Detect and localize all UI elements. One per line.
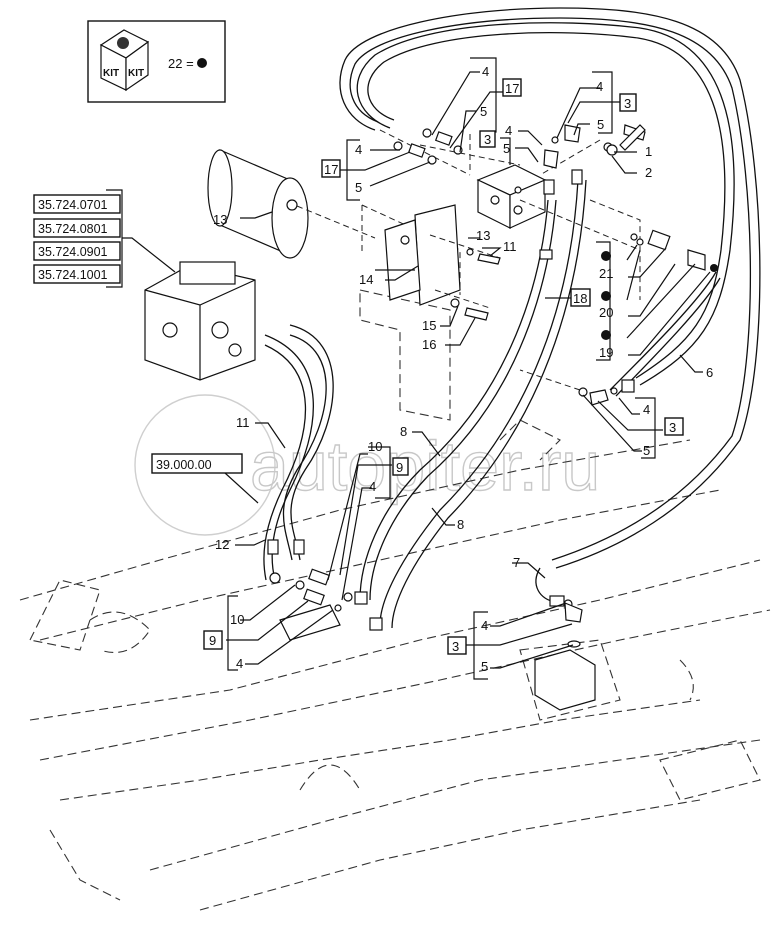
callout-8[interactable]: 8	[400, 424, 407, 439]
callout-3[interactable]: 3	[484, 132, 491, 147]
callout-21[interactable]: 21	[599, 266, 613, 281]
callout-4[interactable]: 4	[643, 402, 650, 417]
callout-6[interactable]: 6	[706, 365, 713, 380]
hose-11	[263, 324, 334, 581]
callout-12[interactable]: 12	[215, 537, 229, 552]
reference-box[interactable]: 35.724.1001	[38, 268, 108, 282]
callout-11[interactable]: 11	[236, 415, 250, 430]
callout-10[interactable]: 10	[230, 612, 244, 627]
callout-14[interactable]: 14	[359, 272, 373, 287]
callout-9[interactable]: 9	[396, 460, 403, 475]
callout-17[interactable]: 17	[505, 81, 519, 96]
callout-3[interactable]: 3	[669, 420, 676, 435]
callout-4[interactable]: 4	[369, 479, 376, 494]
callout-19[interactable]: 19	[599, 345, 613, 360]
callout-4[interactable]: 4	[482, 64, 489, 79]
reference-box[interactable]: 35.724.0801	[38, 222, 108, 236]
kit-label-left: KIT	[103, 68, 119, 79]
callout-5[interactable]: 5	[480, 104, 487, 119]
callout-1[interactable]: 1	[645, 144, 652, 159]
kit-legend: KIT KIT 22 =	[87, 20, 226, 103]
callout-2[interactable]: 2	[645, 165, 652, 180]
callout-5[interactable]: 5	[503, 141, 510, 156]
callout-17[interactable]: 17	[324, 162, 338, 177]
callout-5[interactable]: 5	[643, 443, 650, 458]
hose-6	[339, 7, 761, 569]
callout-20[interactable]: 20	[599, 305, 613, 320]
callout-4[interactable]: 4	[505, 123, 512, 138]
accumulator	[207, 149, 376, 259]
kit-dot-icon	[197, 58, 207, 68]
kit-box-icon: KIT KIT	[99, 29, 150, 92]
reference-box[interactable]: 35.724.0901	[38, 245, 108, 259]
callout-5[interactable]: 5	[597, 117, 604, 132]
callout-9[interactable]: 9	[209, 633, 216, 648]
distribution-block	[476, 164, 547, 229]
chassis-outline	[19, 289, 771, 911]
kit-dot-icon	[601, 291, 611, 301]
kit-dot-icon	[601, 330, 611, 340]
reference-box[interactable]: 35.724.0701	[38, 198, 108, 212]
callout-16[interactable]: 16	[422, 337, 436, 352]
callout-4[interactable]: 4	[481, 618, 488, 633]
callout-13[interactable]: 13	[213, 212, 227, 227]
mounting-outline	[361, 130, 641, 300]
kit-legend-text: 22 =	[168, 56, 194, 71]
callout-8[interactable]: 8	[457, 517, 464, 532]
leader-lines	[226, 57, 711, 680]
callout-4[interactable]: 4	[596, 79, 603, 94]
callout-18[interactable]: 18	[573, 291, 587, 306]
section-ref: 39.000.00	[151, 453, 259, 504]
control-valve	[144, 261, 256, 381]
callout-13[interactable]: 13	[476, 228, 490, 243]
callout-3[interactable]: 3	[452, 639, 459, 654]
callout-4[interactable]: 4	[236, 656, 243, 671]
callout-5[interactable]: 5	[481, 659, 488, 674]
callout-10[interactable]: 10	[368, 439, 382, 454]
callout-11[interactable]: 11	[503, 239, 517, 254]
callout-5[interactable]: 5	[355, 180, 362, 195]
kit-dot-icon	[601, 251, 611, 261]
callout-7[interactable]: 7	[513, 555, 520, 570]
fittings	[267, 124, 721, 711]
section-ref-label[interactable]: 39.000.00	[156, 458, 212, 472]
hose-8	[359, 179, 587, 629]
callout-3[interactable]: 3	[624, 96, 631, 111]
kit-label-right: KIT	[128, 68, 144, 79]
reference-box-group: 35.724.0701 35.724.0801 35.724.0901 35.7…	[33, 189, 176, 288]
callout-15[interactable]: 15	[422, 318, 436, 333]
callout-4[interactable]: 4	[355, 142, 362, 157]
callouts: 4 17 5 4 17 5 3 4 5 4 3 5 1 2 13 14 13 1…	[203, 64, 713, 674]
